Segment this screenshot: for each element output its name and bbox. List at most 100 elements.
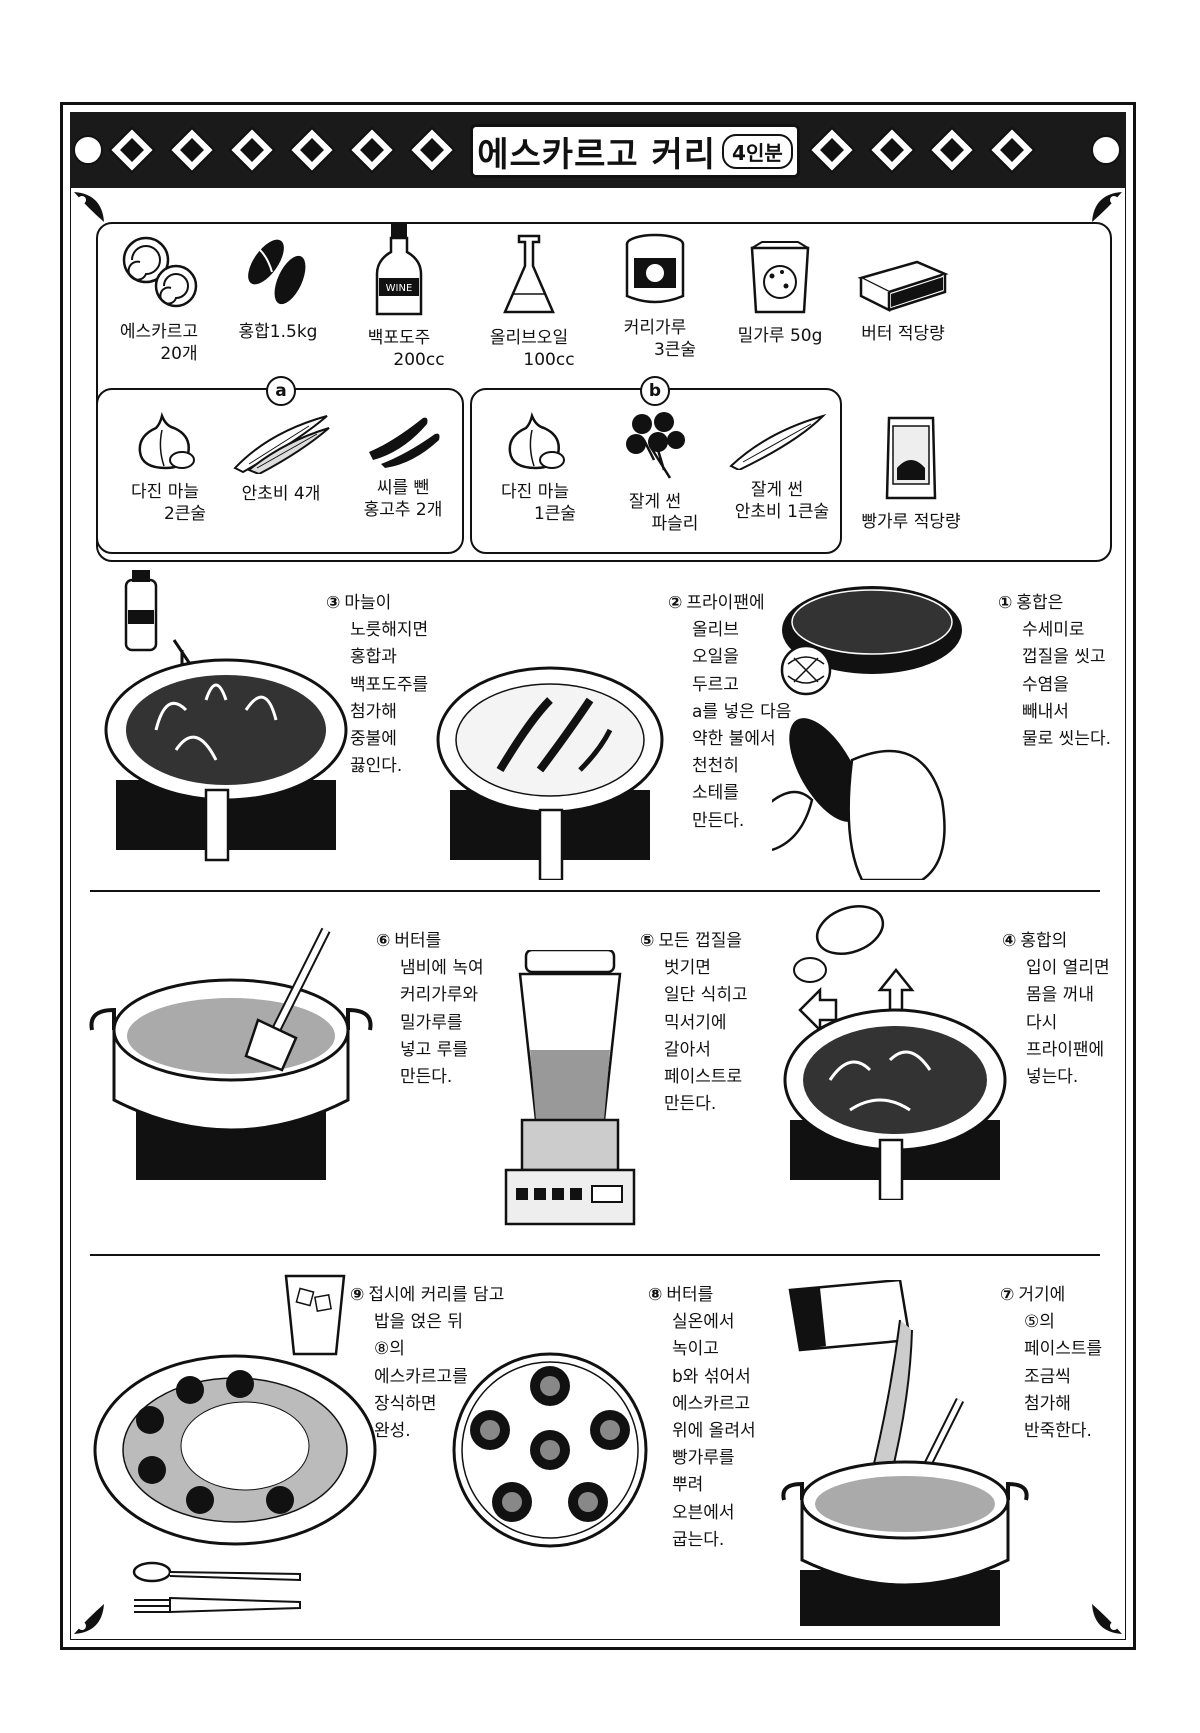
ingredient-name: 버터 적당량 bbox=[861, 324, 945, 345]
step-number: ⑤ bbox=[640, 931, 655, 951]
diamond-pattern-icon bbox=[73, 126, 1121, 174]
step-line: 껍질을 씻고 bbox=[1022, 647, 1106, 668]
step-line: ⑤의 bbox=[1024, 1312, 1055, 1333]
ingredient-name: 안초비 4개 bbox=[241, 484, 321, 505]
step-line: 두르고 bbox=[692, 674, 739, 695]
step-line: 반죽한다. bbox=[1024, 1420, 1092, 1441]
step-line: 첨가해 bbox=[1024, 1393, 1071, 1414]
step-line: 소테를 bbox=[692, 783, 739, 804]
step-line: 위에 올려서 bbox=[672, 1420, 756, 1441]
ingredient-name: 다진 마늘 bbox=[501, 482, 569, 503]
ingredient-name: 빵가루 적당량 bbox=[861, 512, 961, 533]
ingredient-mussel: 홍합1.5kg bbox=[228, 232, 328, 344]
step-line: 믹서기에 bbox=[664, 1012, 727, 1033]
step-4-illustration bbox=[783, 905, 1007, 1200]
step-line: 홍합은 bbox=[1016, 593, 1064, 613]
curry-plate-illustration bbox=[93, 1354, 377, 1546]
wine-bottle-icon: WINE bbox=[375, 224, 423, 316]
title-main: 에스카르고 커리 bbox=[477, 134, 717, 175]
step-line: 넣는다. bbox=[1026, 1066, 1079, 1087]
step-line: 몸을 꺼내 bbox=[1026, 985, 1094, 1006]
garlic-icon bbox=[138, 411, 195, 470]
step-line: 올리브 bbox=[692, 620, 739, 641]
ingredient-amount: 200cc bbox=[393, 349, 445, 370]
step-line: 완성. bbox=[374, 1420, 411, 1441]
step-line: a를 넣은 다음 bbox=[692, 701, 792, 722]
ingredient-butter: 버터 적당량 bbox=[848, 252, 958, 346]
butter-block-icon bbox=[857, 260, 949, 313]
group-a-tag: a bbox=[266, 376, 296, 406]
step-line: 빵가루를 bbox=[672, 1448, 735, 1469]
step-line: 밥을 얹은 뒤 bbox=[374, 1312, 464, 1333]
step-line: 버터를 bbox=[666, 1285, 714, 1305]
step-line: 노릇해지면 bbox=[350, 620, 429, 641]
parsley-icon bbox=[626, 412, 685, 479]
group-a-garlic: 다진 마늘 2큰술 bbox=[110, 411, 220, 525]
step-line: 실온에서 bbox=[672, 1312, 735, 1333]
cutlery-icon bbox=[132, 1561, 301, 1614]
mussel-icon bbox=[248, 239, 306, 305]
ingredient-curry-powder: 커리가루 3큰술 bbox=[600, 232, 710, 361]
curry-can-icon bbox=[625, 233, 685, 304]
section-divider bbox=[90, 1254, 1100, 1256]
ingredient-amount: 100cc bbox=[523, 349, 575, 370]
ingredient-flour: 밀가루 50g bbox=[730, 240, 830, 348]
section-divider bbox=[90, 890, 1100, 892]
ingredient-white-wine: WINE 백포도주 200cc bbox=[344, 222, 454, 371]
ingredient-amount: 홍고추 2개 bbox=[363, 499, 443, 520]
escargot-dish-illustration bbox=[452, 1352, 648, 1548]
step-line: 물로 씻는다. bbox=[1022, 728, 1112, 749]
step-5-illustration bbox=[504, 950, 636, 1226]
step-line: 약한 불에서 bbox=[692, 728, 776, 749]
red-pepper-icon bbox=[369, 417, 440, 468]
step-line: 갈아서 bbox=[664, 1039, 711, 1060]
step-line: 냄비에 녹여 bbox=[400, 958, 484, 979]
step-line: 끓인다. bbox=[350, 756, 403, 777]
ingredient-amount: 2큰술 bbox=[163, 503, 207, 524]
step-line: 밀가루를 bbox=[400, 1012, 463, 1033]
step-line: 빼내서 bbox=[1022, 701, 1069, 722]
group-a-anchovy: 안초비 4개 bbox=[226, 412, 336, 506]
snail-shell-icon bbox=[122, 236, 198, 308]
step-line: 굽는다. bbox=[672, 1529, 725, 1550]
step-number: ① bbox=[998, 593, 1013, 613]
corner-ornament-icon bbox=[74, 1604, 104, 1634]
ingredient-amount: 3큰술 bbox=[653, 339, 697, 360]
ingredient-amount: 파슬리 bbox=[651, 513, 699, 534]
step-number: ⑨ bbox=[350, 1285, 365, 1305]
step-number: ⑥ bbox=[376, 931, 391, 951]
ingredient-escargot: 에스카르고 20개 bbox=[104, 232, 214, 365]
step-line: 다시 bbox=[1026, 1012, 1058, 1033]
ingredient-amount: 20개 bbox=[160, 343, 198, 364]
ingredient-name: 커리가루 bbox=[623, 318, 687, 339]
step-7-illustration bbox=[781, 1280, 1029, 1626]
step-number: ⑦ bbox=[1000, 1285, 1015, 1305]
step-1-illustration bbox=[772, 586, 962, 880]
ingredient-olive-oil: 올리브오일 100cc bbox=[474, 232, 584, 371]
step-line: 마늘이 bbox=[344, 593, 392, 613]
step-line: 조금씩 bbox=[1024, 1366, 1071, 1387]
wine-label: WINE bbox=[386, 283, 413, 294]
step-line: b와 섞어서 bbox=[672, 1366, 751, 1387]
step-line: 첨가해 bbox=[350, 701, 397, 722]
step-line: 홍합의 bbox=[1020, 931, 1068, 951]
anchovy-icon bbox=[729, 413, 827, 472]
ingredient-amount: 1큰술 bbox=[533, 503, 577, 524]
step-line: 만든다. bbox=[400, 1066, 453, 1087]
step-line: ⑧의 bbox=[374, 1339, 405, 1360]
ingredient-amount: 안초비 1큰술 bbox=[734, 501, 830, 522]
step-2-illustration bbox=[436, 666, 664, 880]
group-a-red-pepper: 씨를 뺀 홍고추 2개 bbox=[348, 412, 458, 521]
step-6-illustration bbox=[89, 927, 373, 1180]
page-title: 에스카르고 커리 4인분 bbox=[470, 124, 800, 178]
step-3-illustration bbox=[104, 570, 348, 862]
anchovy-icon bbox=[233, 415, 330, 476]
step-line: 모든 껍질을 bbox=[658, 931, 743, 951]
